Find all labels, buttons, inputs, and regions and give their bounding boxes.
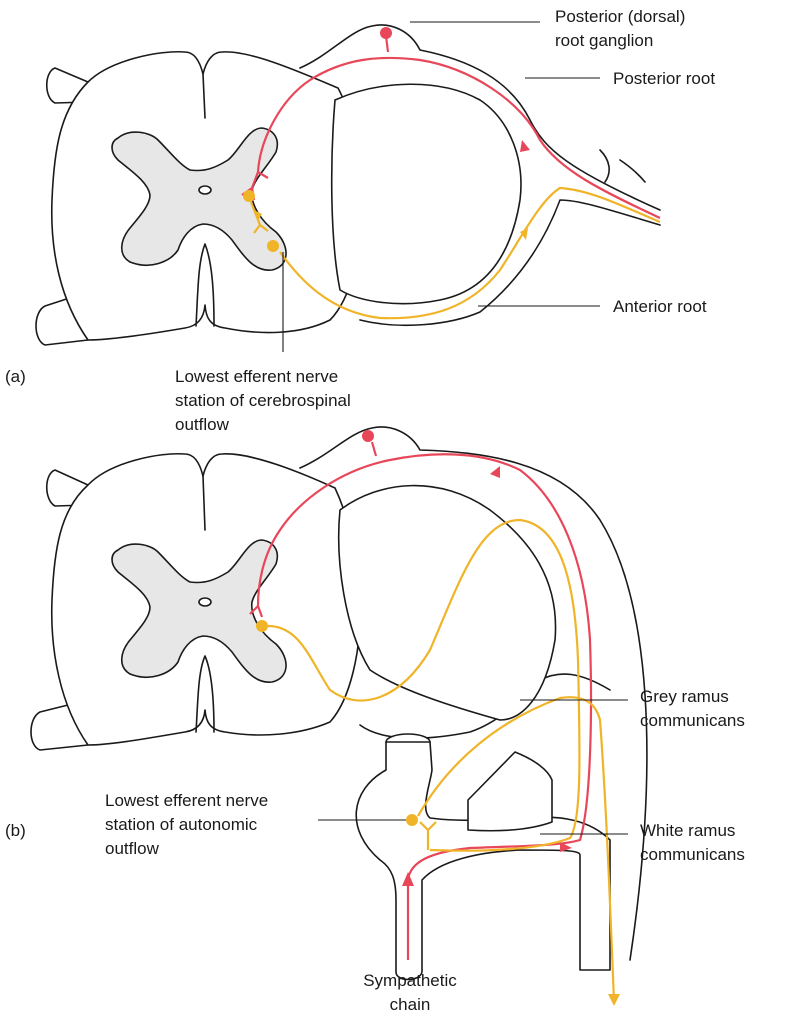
ramus-loop-hole xyxy=(468,752,552,831)
panel-a-ganglion-cell xyxy=(380,27,392,39)
label-anterior-root: Anterior root xyxy=(613,297,707,316)
label-white-line1: White ramus xyxy=(640,821,735,840)
label-grey-line1: Grey ramus xyxy=(640,687,729,706)
panel-a-central-canal xyxy=(199,186,211,194)
label-station-b-line2: station of autonomic xyxy=(105,815,258,834)
autonomic-ganglion-cell xyxy=(406,814,418,826)
label-white-line2: communicans xyxy=(640,845,745,864)
panel-b-efferent-arrow xyxy=(608,994,620,1006)
panel-b-afferent-arrow xyxy=(490,466,500,478)
label-station-a-line2: station of cerebrospinal xyxy=(175,391,351,410)
panel-b-afferent-to-ganglion xyxy=(372,442,376,456)
panel-a xyxy=(36,25,660,345)
panel-a-interneuron xyxy=(243,190,255,202)
panel-a-afferent-arrow xyxy=(520,140,530,152)
sympathetic-ganglion xyxy=(356,742,610,980)
panel-b-tag: (b) xyxy=(5,821,26,840)
panel-b xyxy=(31,427,647,1006)
label-chain-line1: Sympathetic xyxy=(363,971,457,990)
label-posterior-root: Posterior root xyxy=(613,69,715,88)
label-station-b-line1: Lowest efferent nerve xyxy=(105,791,268,810)
label-ganglion-line1: Posterior (dorsal) xyxy=(555,7,685,26)
panel-b-lateral-horn-cell xyxy=(256,620,268,632)
panel-b-ganglion-cell xyxy=(362,430,374,442)
label-ganglion-line2: root ganglion xyxy=(555,31,653,50)
panel-a-tag: (a) xyxy=(5,367,26,386)
label-station-b-line3: outflow xyxy=(105,839,160,858)
panel-b-central-canal xyxy=(199,598,211,606)
panel-a-branch-stub xyxy=(600,150,645,182)
label-station-a-line3: outflow xyxy=(175,415,230,434)
label-grey-line2: communicans xyxy=(640,711,745,730)
panel-a-inner-space xyxy=(332,84,521,303)
label-chain-line2: chain xyxy=(390,995,431,1014)
panel-a-motor-neuron xyxy=(267,240,279,252)
label-station-a-line1: Lowest efferent nerve xyxy=(175,367,338,386)
